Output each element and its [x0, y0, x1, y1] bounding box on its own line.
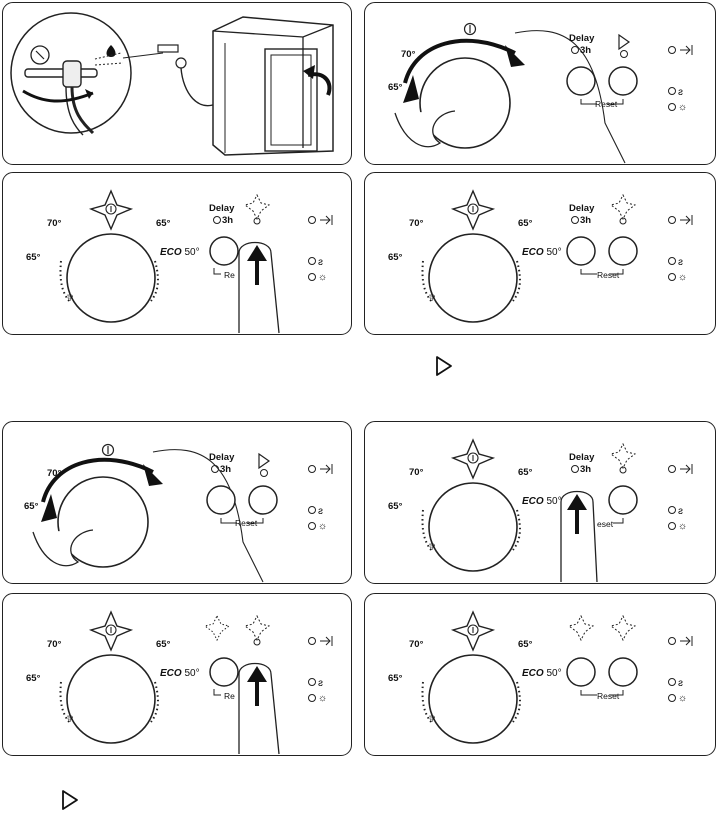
start-button: [608, 66, 638, 96]
panel-press-delay: ☼ ƨ ⅌ Delay 3h eset 70° 65° 65° ECO 50°: [364, 421, 716, 584]
play-triangle-icon: [436, 356, 452, 376]
temp-65-label: 65°: [388, 501, 403, 512]
reset-label: Reset: [235, 518, 258, 528]
three-h-label: 3h: [580, 464, 592, 475]
temp-65-label: 65°: [24, 501, 39, 512]
svg-text:☼: ☼: [678, 521, 687, 532]
svg-text:☼: ☼: [318, 272, 327, 283]
temp-65-right-label: 65°: [156, 218, 171, 229]
eco-label: ECO 50°: [522, 496, 562, 507]
on-off-icon: [105, 203, 117, 215]
delay-label: Delay: [569, 203, 595, 214]
reset-label: Reset: [597, 691, 620, 701]
panel-turn-dial: ☼ ƨ Delay 3h Reset 70° 65°: [364, 2, 716, 165]
svg-text:ƨ: ƨ: [318, 678, 323, 689]
water-tap-icon: [62, 60, 82, 88]
play-triangle-icon: [618, 33, 631, 51]
dishwasher-illustration: [10, 12, 334, 156]
reset-partial-label: eset: [597, 519, 614, 529]
on-off-icon: [463, 22, 477, 36]
delay-button: [566, 236, 596, 266]
temp-65-right-label: 65°: [156, 639, 171, 650]
temp-70-label: 70°: [409, 218, 424, 229]
svg-text:ƨ: ƨ: [318, 257, 323, 268]
svg-text:☼: ☼: [678, 693, 687, 704]
eco-label: ECO 50°: [522, 668, 562, 679]
delay-button: [209, 236, 239, 266]
temp-70-label: 70°: [47, 639, 62, 650]
play-triangle-icon: [62, 790, 78, 810]
rotate-arrow: [403, 38, 516, 84]
panel-tap-illustration: [2, 2, 352, 165]
reset-label: Reset: [597, 270, 620, 280]
svg-text:⅌: ⅌: [67, 714, 73, 724]
svg-text:ƨ: ƨ: [318, 506, 323, 517]
svg-text:ƨ: ƨ: [678, 257, 683, 268]
three-h-label: 3h: [220, 464, 232, 475]
svg-text:☼: ☼: [678, 272, 687, 283]
start-button: [608, 236, 638, 266]
reset-label: Reset: [595, 99, 618, 109]
svg-text:☼: ☼: [318, 693, 327, 704]
temp-65-right-label: 65°: [518, 639, 533, 650]
temp-70-label: 70°: [409, 467, 424, 478]
temp-70-label: 70°: [409, 639, 424, 650]
reset-partial-label: Re: [224, 270, 235, 280]
hand-icon: [394, 110, 456, 148]
finger-icon: [238, 241, 280, 334]
svg-text:ƨ: ƨ: [678, 506, 683, 517]
svg-text:ƨ: ƨ: [678, 678, 683, 689]
temp-70-label: 70°: [47, 218, 62, 229]
panel-both-lit: ☼ ƨ ⅌ Reset 70° 65° 65° ECO 50°: [364, 593, 716, 756]
temp-65-label: 65°: [388, 673, 403, 684]
press-arrow: [247, 245, 267, 261]
svg-text:ƨ: ƨ: [678, 87, 683, 98]
delay-label: Delay: [569, 33, 595, 44]
temp-70-label: 70°: [401, 49, 416, 60]
temp-65-label: 65°: [388, 82, 403, 93]
delay-label: Delay: [569, 452, 595, 463]
water-drop-icon: [106, 45, 116, 57]
svg-text:⅌: ⅌: [429, 542, 435, 552]
eco-label: ECO 50°: [160, 668, 200, 679]
tap-handle: [24, 68, 98, 78]
end-icon: [680, 45, 693, 55]
program-dial: [419, 57, 511, 149]
reset-partial-label: Re: [224, 691, 235, 701]
svg-text:⅌: ⅌: [429, 293, 435, 303]
temp-70-label: 70°: [47, 468, 62, 479]
three-h-label: 3h: [580, 45, 592, 56]
delay-label: Delay: [209, 452, 235, 463]
delay-button: [566, 66, 596, 96]
panel-press-start-2: ☼ ƨ ⅌ 70° 65° 65° ECO 50° Re: [2, 593, 352, 756]
temp-65-right-label: 65°: [518, 218, 533, 229]
svg-text:☼: ☼: [318, 521, 327, 532]
delay-label: Delay: [209, 203, 235, 214]
temp-65-right-label: 65°: [518, 467, 533, 478]
panel-press-start-1: ☼ ƨ ⅌ Delay 3h 70° 65° 65° ECO 50° Re: [2, 172, 352, 335]
svg-text:⅌: ⅌: [429, 714, 435, 724]
program-dial: [66, 233, 156, 323]
eco-label: ECO 50°: [522, 247, 562, 258]
svg-text:⅌: ⅌: [67, 293, 73, 303]
eco-label: ECO 50°: [160, 247, 200, 258]
three-h-label: 3h: [222, 215, 234, 226]
panel-buttons-lit: ☼ ƨ ⅌ Delay 3h Reset 70° 65° 65° ECO 50°: [364, 172, 716, 335]
three-h-label: 3h: [580, 215, 592, 226]
temp-65-label: 65°: [388, 252, 403, 263]
panel-turn-dial-2: ☼ ƨ Delay 3h Reset 70° 65°: [2, 421, 352, 584]
no-hand-icon: [30, 45, 50, 65]
temp-65-label: 65°: [26, 252, 41, 263]
blink-icon: [243, 193, 271, 221]
svg-text:☼: ☼: [678, 102, 687, 113]
temp-65-label: 65°: [26, 673, 41, 684]
